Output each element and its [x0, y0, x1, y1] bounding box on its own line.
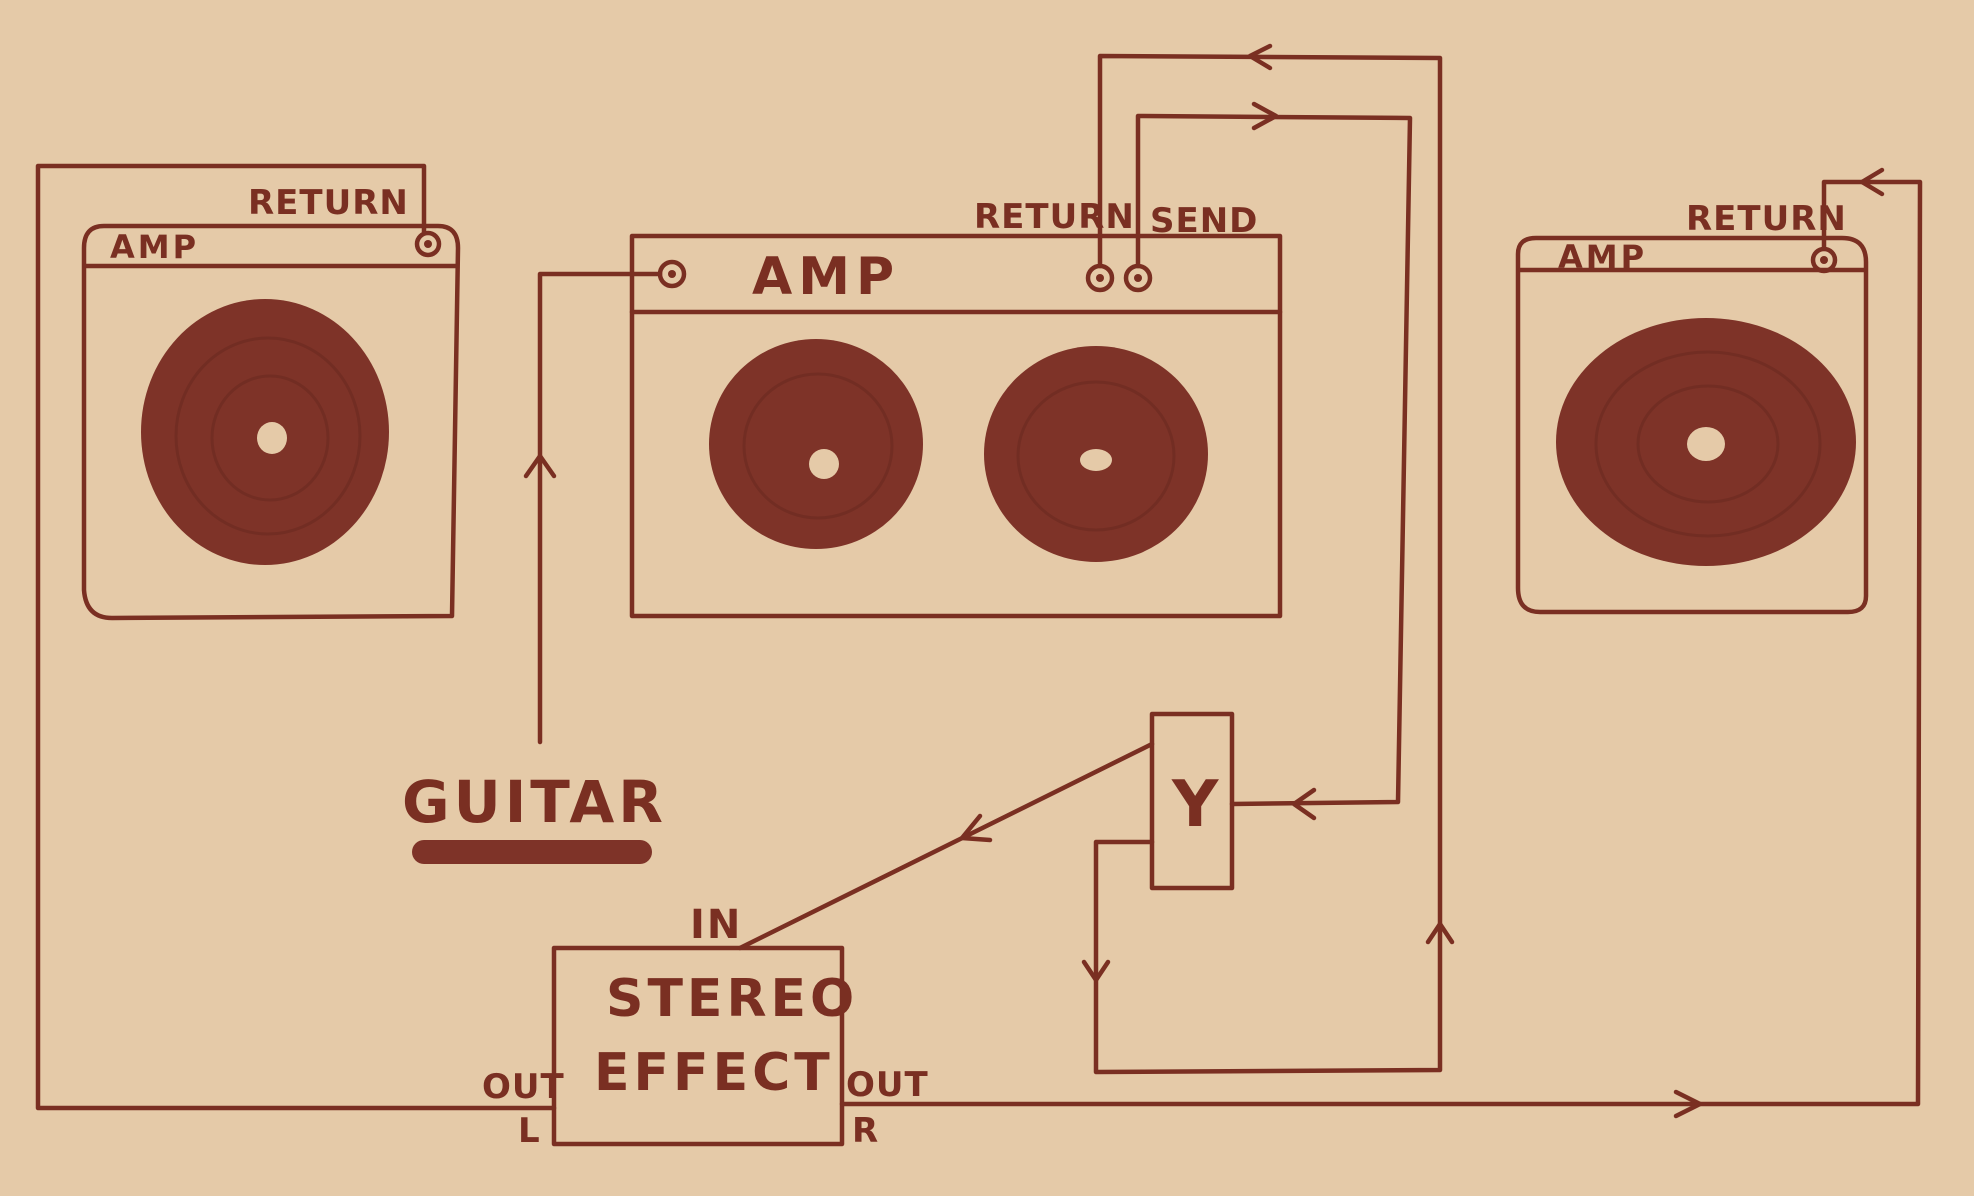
arrow-return-left	[1247, 43, 1273, 71]
right-amp-cabinet	[1515, 235, 1869, 615]
cable-effect-out-right-to-right-amp-return	[839, 179, 1923, 1107]
stereo-effect-out-left-label: OUT	[482, 1067, 565, 1107]
center-amp-return-jack-center	[1096, 274, 1104, 282]
stereo-effect-box	[551, 945, 845, 1147]
arrow-into-splitter	[1291, 787, 1317, 821]
y-splitter-label: Y	[1171, 768, 1219, 842]
center-amp-cabinet	[629, 233, 1283, 619]
stereo-effect-unit: STEREO EFFECT IN OUT L OUT R	[482, 902, 929, 1151]
stereo-effect-in-label: IN	[690, 902, 742, 948]
right-amp-speaker	[1556, 318, 1856, 566]
right-amp-title: AMP	[1558, 238, 1647, 276]
right-amp-return-jack-center	[1820, 256, 1828, 264]
left-amp-speaker	[141, 299, 389, 565]
arrow-right-amp-return-left	[1859, 167, 1885, 197]
cable-guitar-to-center-amp-input	[537, 271, 663, 745]
arrow-loop-up	[1425, 921, 1455, 945]
right-amp-return-label: RETURN	[1686, 199, 1847, 239]
arrow-splitter-to-effect	[959, 813, 993, 843]
stereo-effect-right-channel-label: R	[852, 1111, 879, 1151]
left-amp-cabinet	[81, 223, 461, 621]
center-amp-input-jack-center	[668, 270, 676, 278]
guitar-label: GUITAR	[402, 768, 667, 836]
arrow-out-right	[1673, 1089, 1703, 1119]
center-amp-title: AMP	[752, 247, 900, 307]
center-amp-return-label: RETURN	[974, 197, 1135, 237]
center-amp-speaker-right-dustcap	[1080, 449, 1112, 471]
y-splitter: Y	[1149, 711, 1235, 891]
guitar-source: GUITAR	[402, 768, 667, 864]
cable-center-amp-send-to-splitter	[1135, 113, 1413, 807]
arrow-send-right	[1251, 101, 1279, 131]
cable-effect-out-left-to-left-amp-return	[35, 163, 557, 1111]
center-amp: AMP RETURN SEND	[629, 197, 1283, 619]
stereo-effect-out-right-label: OUT	[846, 1065, 929, 1105]
left-amp-return-label: RETURN	[248, 183, 409, 223]
cable-splitter-loop-to-center-amp-return	[1093, 53, 1443, 1075]
stereo-effect-left-channel-label: L	[518, 1111, 541, 1151]
stereo-effect-label-line2: EFFECT	[594, 1043, 834, 1103]
arrow-guitar-up	[523, 453, 557, 479]
center-amp-speaker-right	[984, 346, 1208, 562]
center-amp-speaker-left	[709, 339, 923, 549]
stereo-effect-label-line1: STEREO	[606, 969, 858, 1029]
right-amp-speaker-dustcap	[1687, 427, 1725, 461]
cable-splitter-to-effect-in	[737, 741, 1155, 951]
left-amp-return-jack-center	[424, 240, 432, 248]
guitar-underline	[412, 840, 652, 864]
left-amp-title: AMP	[110, 228, 199, 266]
center-amp-send-jack-center	[1134, 274, 1142, 282]
arrow-splitter-loop-down	[1081, 959, 1111, 983]
right-amp: AMP RETURN	[1515, 199, 1869, 615]
left-amp-speaker-dustcap	[257, 422, 287, 454]
center-amp-speaker-left-dustcap	[809, 449, 839, 479]
cables	[35, 43, 1923, 1119]
center-amp-send-label: SEND	[1150, 201, 1258, 241]
y-splitter-box	[1149, 711, 1235, 891]
left-amp-return-jack	[414, 230, 442, 258]
left-amp: AMP RETURN	[81, 183, 461, 621]
